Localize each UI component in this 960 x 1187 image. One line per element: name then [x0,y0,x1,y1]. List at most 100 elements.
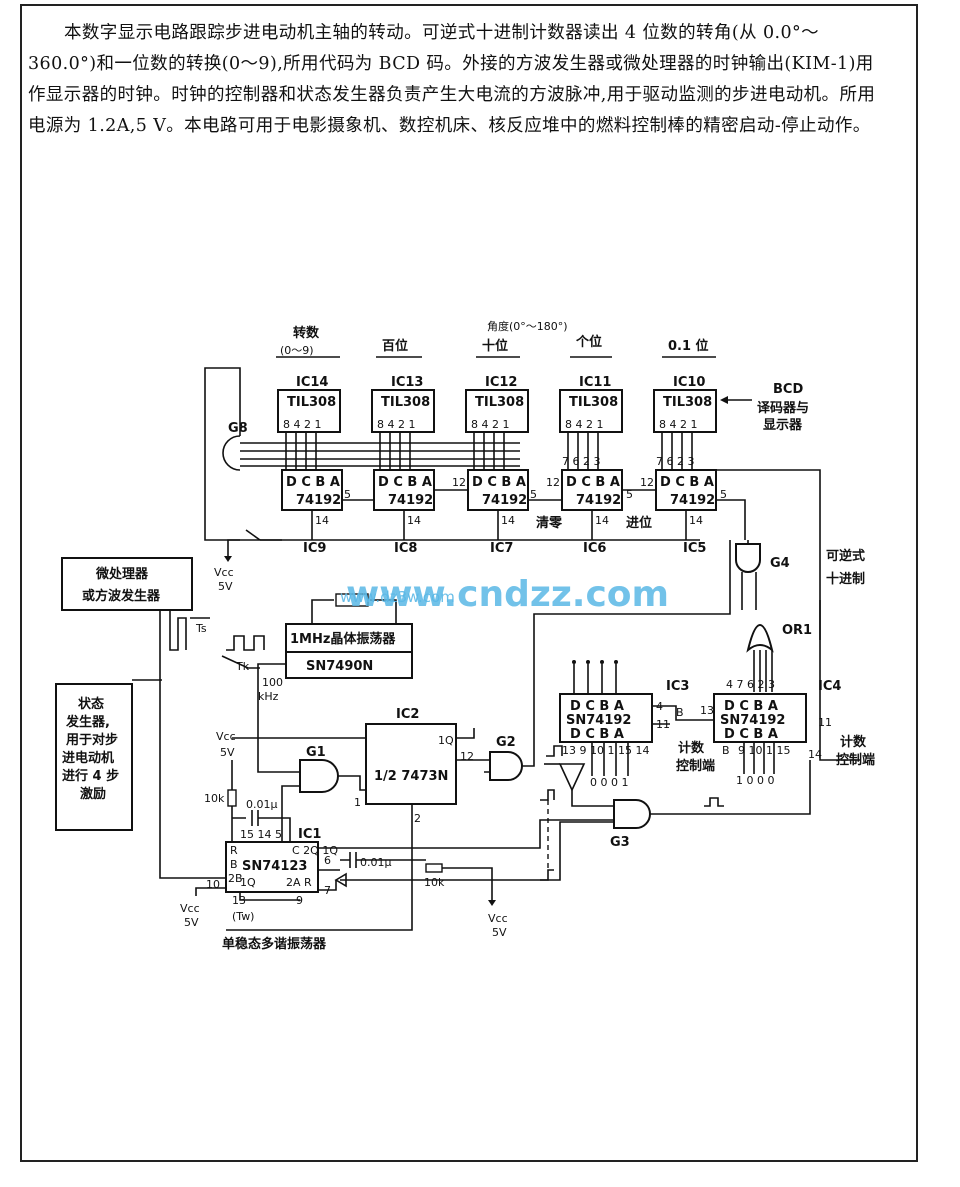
ic1-vcc-wire [195,887,226,896]
ic3-ic4-link [652,705,714,725]
diode-symbol [334,872,347,888]
g2-output-wire [484,540,731,773]
svg-text:IC4: IC4 [818,679,841,694]
vcc-label-top: Vcc [214,566,234,579]
g4-wires [741,540,757,610]
svg-text:14: 14 [407,514,421,527]
label-display: 显示器 [763,418,803,433]
pulse-symbol-low [540,869,554,881]
counter-ic6: D C B A 74192 14 IC6 [561,469,623,556]
svg-text:7 6 2 3: 7 6 2 3 [656,455,694,468]
label-khz2: kHz [258,690,279,703]
svg-text:4 7 6 2 3: 4 7 6 2 3 [726,678,775,691]
svg-text:12: 12 [546,476,560,489]
svg-text:或方波发生器: 或方波发生器 [82,588,161,604]
label-bcd: BCD [773,382,803,397]
intro-text: 本数字显示电路跟踪步进电动机主轴的转动。可逆式十进制计数器读出 4 位数的转角(… [28,23,876,136]
svg-text:1 0 0 0: 1 0 0 0 [736,774,774,787]
svg-text:发生器,: 发生器, [65,714,110,730]
gate-g8-label: G8 [228,421,248,436]
svg-text:IC9: IC9 [303,541,326,556]
svg-text:B: B [676,706,684,719]
label-tens: 十位 [482,338,508,354]
vcc-label-right: Vcc [488,912,508,925]
svg-text:IC2: IC2 [396,707,419,722]
label-10k-2: 10k [424,876,445,889]
svg-text:13 9 10 1 15 14: 13 9 10 1 15 14 [562,744,649,757]
svg-text:5: 5 [626,488,633,501]
pulse-symbol-osc [226,635,265,651]
label-count-ctrl-right2: 控制端 [836,752,875,768]
svg-text:14: 14 [808,748,822,761]
svg-text:2: 2 [414,812,421,825]
label-turns-range: (0～9) [280,344,314,357]
svg-text:用于对步: 用于对步 [65,732,118,748]
tk-switch [221,655,260,669]
svg-text:IC1: IC1 [298,827,321,842]
svg-text:TIL308: TIL308 [663,395,712,410]
ic3-preset-wires [591,742,629,776]
state-box: 状态 发生器, 用于对步 进电动机 进行 4 步 激励 [55,683,133,831]
label-khz: 100 [262,676,283,689]
counter-ic4: 4 7 6 2 3 IC4 D C B A SN74192 D C B A 13… [700,678,841,787]
svg-text:2A R: 2A R [286,876,312,889]
svg-text:14: 14 [315,514,329,527]
flipflop-ic2: IC2 1Q 1/2 7473N 12 2 [365,707,474,825]
inverter [558,763,586,792]
svg-text:74192: 74192 [388,493,433,508]
svg-text:8 4 2 1: 8 4 2 1 [565,418,603,431]
label-carry: 进位 [626,515,652,531]
gate-or1: OR1 [746,623,812,653]
display-ic14: IC14 TIL308 8 4 2 1 [277,375,341,433]
svg-text:D C B A: D C B A [566,475,620,490]
pulse-symbol-g3 [540,789,555,801]
svg-text:TIL308: TIL308 [475,395,524,410]
cap-symbol [232,810,291,842]
ic1-q-wire [330,819,614,849]
label-ts: Ts [195,622,207,635]
diagram-frame [20,4,918,1162]
ic2-wires [226,759,490,931]
svg-text:11: 11 [818,716,832,729]
label-decimal: 十进制 [826,571,865,587]
counter-ic8: D C B A 74192 14 IC8 [373,469,435,556]
reversible-wire [819,600,860,761]
svg-text:7 6 2 3: 7 6 2 3 [562,455,600,468]
svg-text:SN74192: SN74192 [720,713,785,728]
svg-text:IC8: IC8 [394,541,417,556]
label-10k: 10k [204,792,225,805]
gate-g3: G3 [610,799,651,850]
svg-text:0 0 0 1: 0 0 0 1 [590,776,628,789]
svg-text:进电动机: 进电动机 [62,750,114,766]
svg-text:G1: G1 [306,745,326,760]
svg-text:C 2Q 1Q: C 2Q 1Q [292,844,338,857]
svg-text:12: 12 [460,750,474,763]
svg-text:14: 14 [689,514,703,527]
svg-text:13: 13 [232,894,246,907]
counter-ic5: D C B A 74192 14 IC5 [655,469,717,556]
osc-output-wire [257,663,300,773]
svg-text:IC3: IC3 [666,679,689,694]
svg-text:74192: 74192 [670,493,715,508]
svg-text:74192: 74192 [482,493,527,508]
svg-text:D C B A: D C B A [378,475,432,490]
monostable-ic1: 15 14 5 IC1 R C 2Q 1Q B SN74123 2B 1Q 2A… [206,827,338,907]
vcc-label-mid: Vcc [216,730,236,743]
watermark: www.cndzz.com [346,574,669,615]
label-turns: 转数 [293,325,320,341]
g8-feedback-wire [204,367,282,541]
svg-text:D C B A: D C B A [724,699,778,714]
svg-text:状态: 状态 [78,696,104,712]
svg-text:IC14: IC14 [296,375,328,390]
svg-text:6: 6 [324,854,331,867]
svg-text:进行 4 步: 进行 4 步 [62,768,119,784]
gate-g2: G2 [489,735,523,781]
resistor-10k-2 [425,863,443,873]
svg-text:10: 10 [206,878,220,891]
svg-text:TIL308: TIL308 [287,395,336,410]
svg-text:B: B [722,744,730,757]
v5-label-mid: 5V [220,746,235,759]
svg-text:2B: 2B [228,872,243,885]
svg-text:1MHz晶体振荡器: 1MHz晶体振荡器 [290,631,396,647]
